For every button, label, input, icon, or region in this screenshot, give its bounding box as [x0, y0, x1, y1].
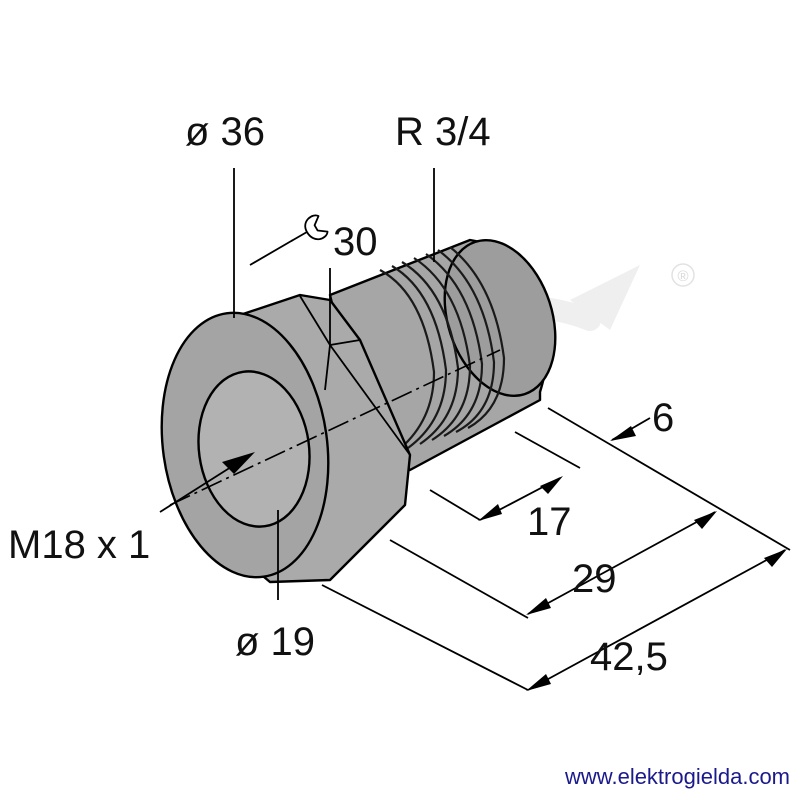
registered-mark-circle [671, 263, 695, 287]
total-length-label: 42,5 [590, 635, 668, 679]
bore [197, 370, 311, 528]
registered-mark: ® [677, 268, 688, 285]
bore-diameter-label: ø 19 [235, 620, 315, 664]
center-axis [169, 349, 501, 506]
thread-lines [379, 246, 506, 453]
m18-arrowhead [222, 452, 255, 474]
website-url[interactable]: www.elektrogielda.com [564, 764, 790, 789]
thread-pipe-label: R 3/4 [395, 110, 491, 154]
end-length-label: 6 [652, 396, 674, 440]
dimension-arrowheads [478, 426, 787, 691]
wrench-icon [290, 214, 329, 242]
wrench-size-label: 30 [333, 220, 378, 264]
body-length-label: 29 [572, 557, 617, 601]
thread-length-label: 17 [527, 500, 572, 544]
hex-diameter-label: ø 36 [185, 110, 265, 154]
inner-thread-label: M18 x 1 [8, 523, 150, 567]
hex-nut [160, 293, 412, 584]
